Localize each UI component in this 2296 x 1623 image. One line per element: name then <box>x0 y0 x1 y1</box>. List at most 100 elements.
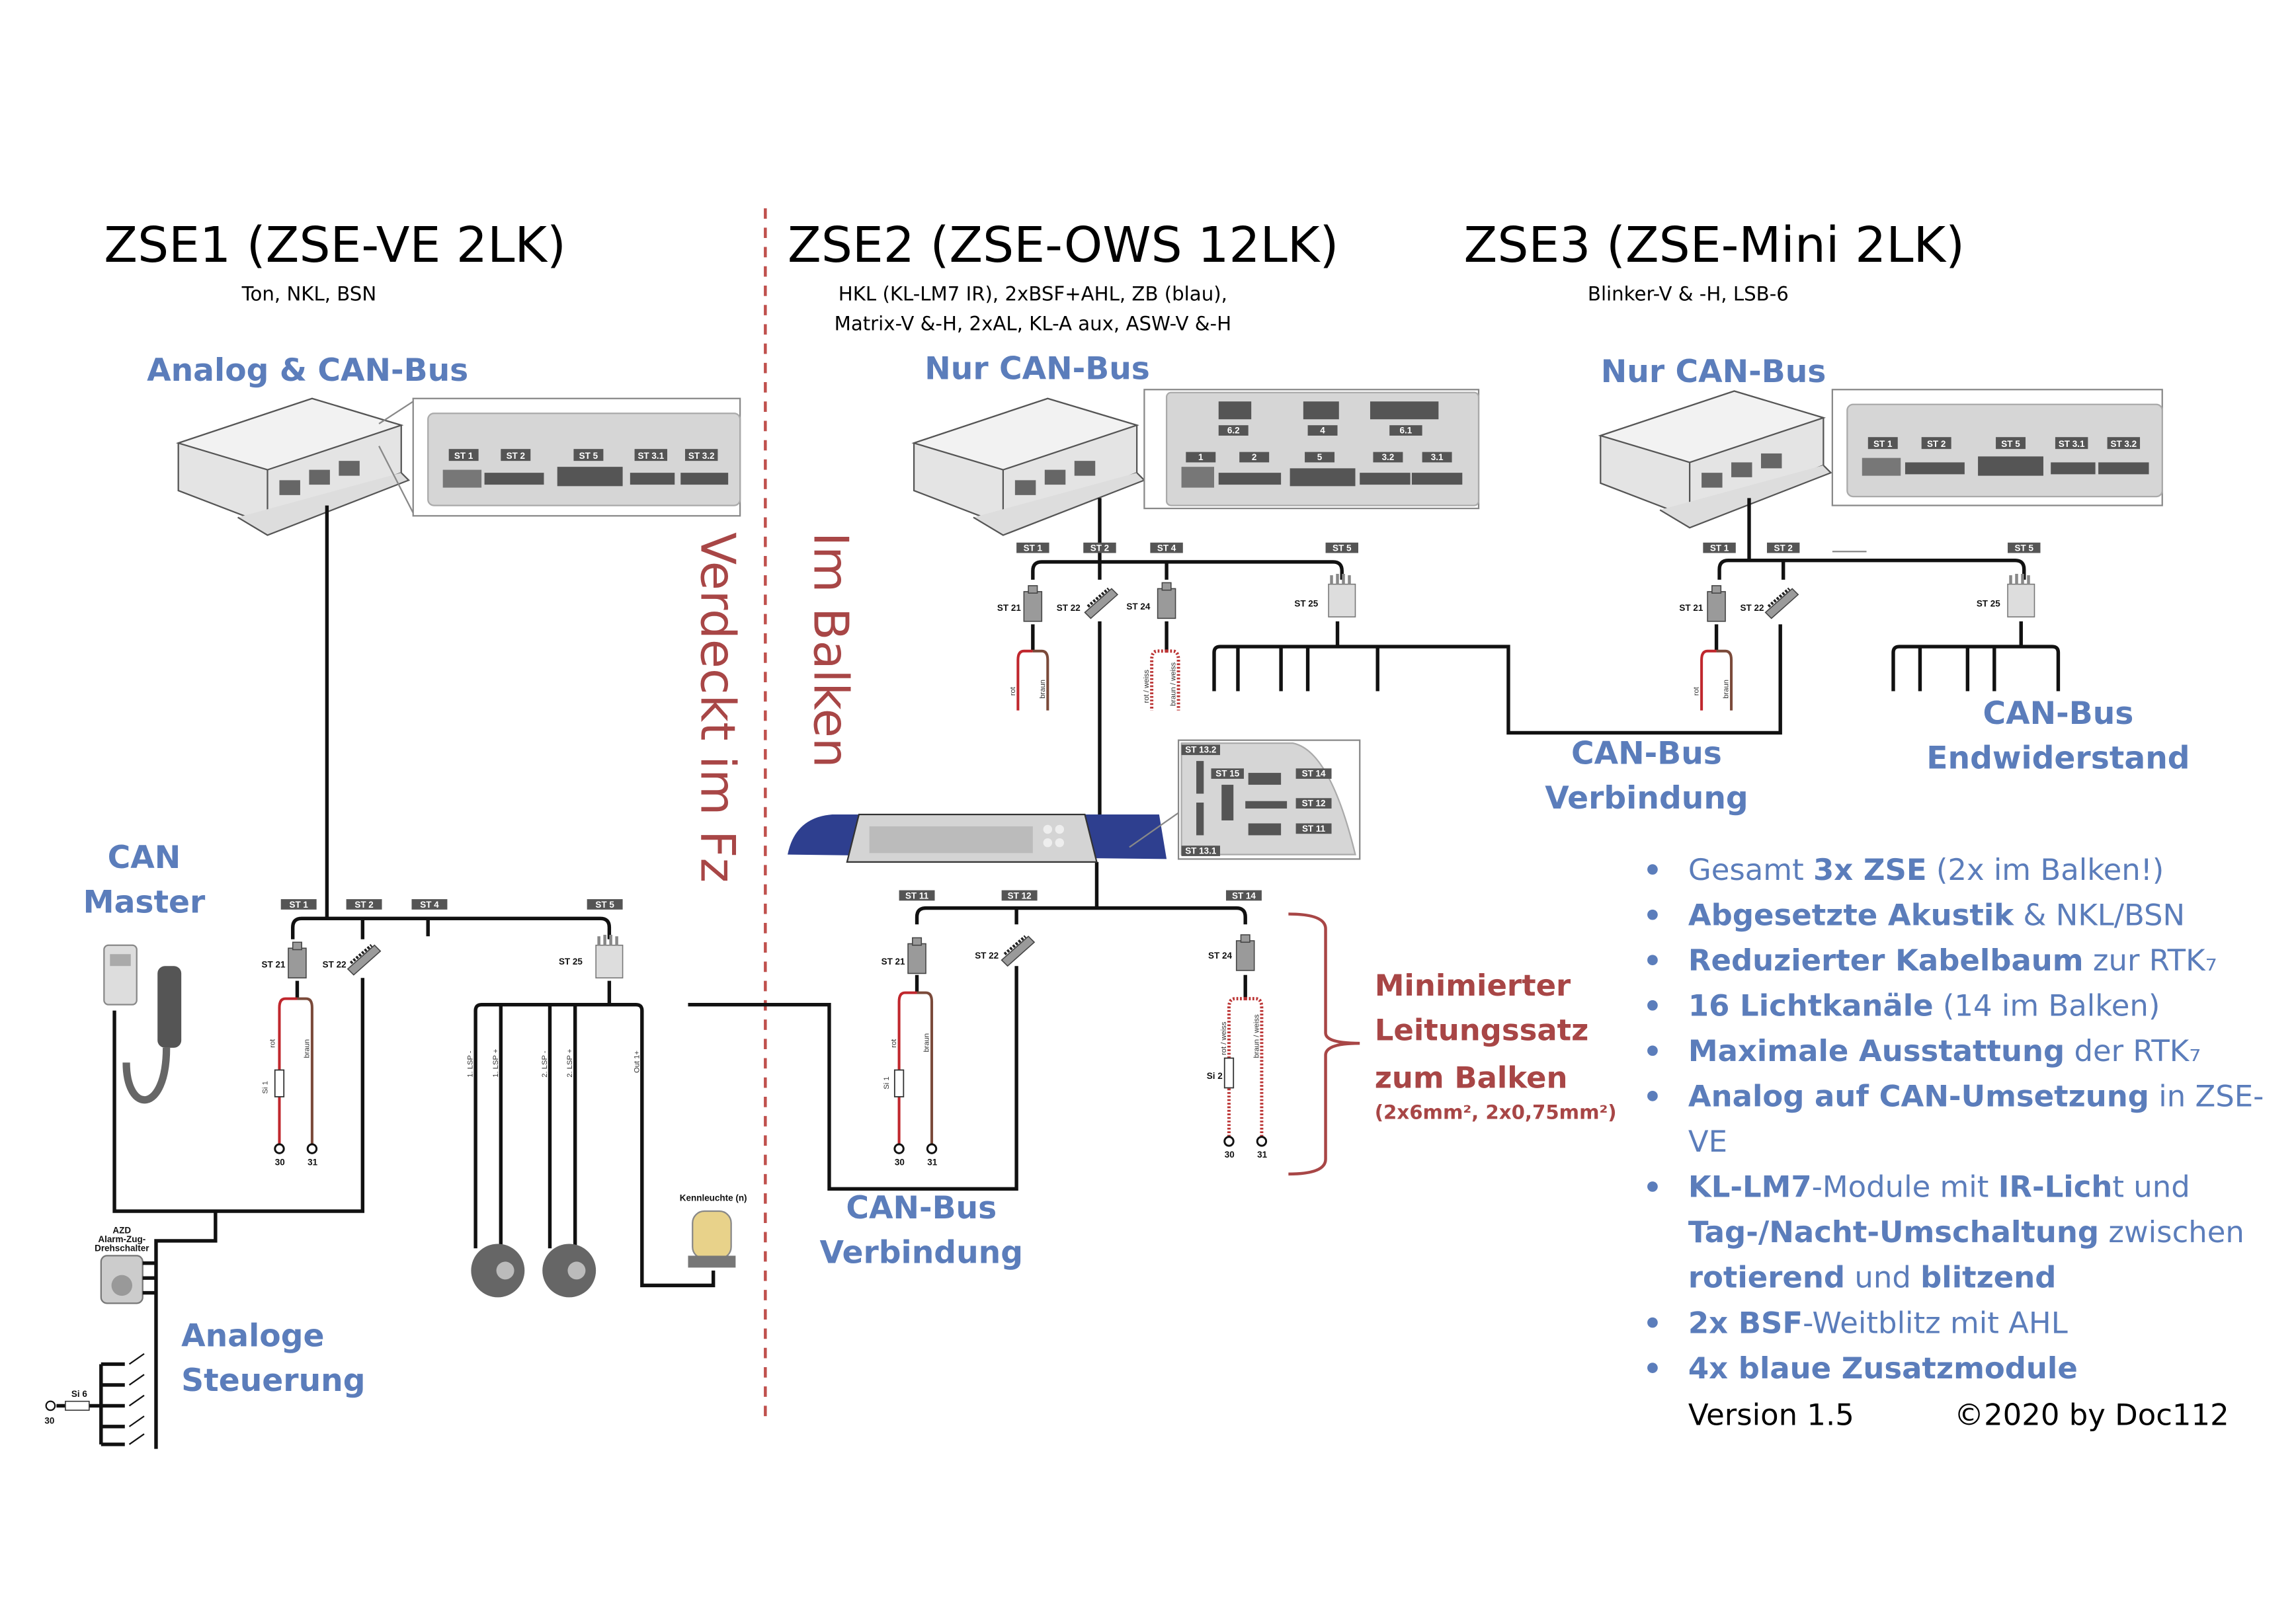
feature-list: Gesamt 3x ZSE (2x im Balken!)Abgesetzte … <box>1647 852 2264 1386</box>
bullet-icon <box>1647 955 1658 966</box>
endwiderstand-line2: Endwiderstand <box>1926 740 2190 776</box>
feature-item-bold: blitzend <box>1920 1260 2056 1295</box>
svg-text:ST 13.1: ST 13.1 <box>1185 846 1217 856</box>
zse3-bus-type: Nur CAN-Bus <box>1601 354 1826 390</box>
zse1-subtitle: Ton, NKL, BSN <box>241 282 377 305</box>
svg-text:3.2: 3.2 <box>1382 452 1395 462</box>
feature-item: Gesamt 3x ZSE (2x im Balken!) <box>1688 852 2164 887</box>
azd-label-3: Drehschalter <box>95 1244 149 1253</box>
bullet-icon <box>1647 1363 1658 1373</box>
feature-item-bold: KL-LM7 <box>1688 1169 1812 1205</box>
svg-text:ST 3.2: ST 3.2 <box>2110 439 2137 449</box>
zse2-lower-bus-label-st11: ST 11 <box>899 890 935 900</box>
zse2-lower-st22-label: ST 22 <box>975 951 999 961</box>
svg-text:ST 2: ST 2 <box>1090 543 1109 553</box>
wire-label-1lsp-plus: 1. LSP + <box>492 1049 500 1078</box>
speaker-icon <box>471 1244 525 1298</box>
leitungssatz-sub: (2x6mm², 2x0,75mm²) <box>1375 1101 1617 1124</box>
wire-label-rot-weiss: rot / weiss <box>1143 670 1151 703</box>
svg-text:ST 2: ST 2 <box>1927 439 1946 449</box>
bullet-icon <box>1647 1317 1658 1328</box>
can-master-label-2: Master <box>83 884 206 920</box>
feature-item-bold: Tag-/Nacht-Umschaltung <box>1688 1214 2099 1249</box>
im-balken-label: Im Balken <box>803 532 858 768</box>
feature-item-text: t und <box>2112 1169 2190 1205</box>
svg-text:5: 5 <box>1317 452 1323 462</box>
zse2-bus-label-st1: ST 1 <box>1016 542 1049 553</box>
feature-item-text: Gesamt <box>1688 852 1813 887</box>
svg-text:ST 5: ST 5 <box>1332 543 1352 553</box>
feature-item-text: -Weitblitz mit AHL <box>1803 1305 2068 1340</box>
feature-item-bold: 3x ZSE <box>1813 852 1927 887</box>
can-verbindung-1-line1: CAN-Bus <box>846 1190 997 1226</box>
endwiderstand-line1: CAN-Bus <box>1983 695 2134 732</box>
svg-text:3.1: 3.1 <box>1431 452 1444 462</box>
wire-label-braun: braun <box>923 1033 931 1052</box>
can-verbindung-1-line2: Verbindung <box>820 1235 1024 1271</box>
feature-item-text: -Module mit <box>1812 1169 1998 1205</box>
zse1-title: ZSE1 (ZSE-VE 2LK) <box>104 217 566 274</box>
wire-label-rot: rot <box>1009 686 1017 695</box>
terminal-31: 31 <box>927 1157 937 1167</box>
bullet-icon <box>1647 864 1658 875</box>
svg-text:1: 1 <box>1198 452 1204 462</box>
terminal-30: 30 <box>1225 1150 1235 1160</box>
zse2-bus-label-st5: ST 5 <box>1325 542 1358 553</box>
zse2-subtitle-1: HKL (KL-LM7 IR), 2xBSF+AHL, ZB (blau), <box>839 282 1227 305</box>
svg-text:ST 2: ST 2 <box>354 900 373 910</box>
wire-label-2lsp-minus: 2. LSP - <box>541 1050 549 1078</box>
zse3-title: ZSE3 (ZSE-Mini 2LK) <box>1464 217 1965 274</box>
zse2-st21-label: ST 21 <box>997 603 1021 613</box>
azd-label-2: Alarm-Zug- <box>98 1234 145 1244</box>
feature-item-bold: Analog auf CAN-Umsetzung <box>1688 1079 2149 1114</box>
beacon-icon <box>688 1210 736 1268</box>
svg-text:ST 1: ST 1 <box>454 451 473 461</box>
feature-item-bold: 16 Lichtkanäle <box>1688 988 1934 1023</box>
zse1-bus-label-st1: ST 1 <box>280 899 317 910</box>
connector-st21-icon <box>288 941 307 978</box>
feature-item-text: VE <box>1688 1124 1727 1159</box>
svg-text:ST 4: ST 4 <box>420 900 439 910</box>
wire-label-rot: rot <box>1693 686 1701 695</box>
svg-text:ST 1: ST 1 <box>1710 543 1729 553</box>
zse1-bus-label-st4: ST 4 <box>411 899 448 910</box>
wire-label-1lsp-minus: 1. LSP - <box>467 1050 475 1078</box>
wire-label-braun: braun <box>1039 680 1047 699</box>
zse2-lower-st24-label: ST 24 <box>1208 951 1232 961</box>
feature-item: Analog auf CAN-Umsetzung in ZSE- <box>1688 1079 2264 1114</box>
can-master-label-1: CAN <box>108 840 181 876</box>
feature-item-bold: Maximale Ausstattung <box>1688 1033 2065 1068</box>
microphone-icon <box>122 966 182 1104</box>
zse2-bus-type: Nur CAN-Bus <box>924 351 1150 387</box>
zse2-title: ZSE2 (ZSE-OWS 12LK) <box>788 217 1338 274</box>
switch-terminal-label: 30 <box>44 1415 54 1425</box>
wire-label-braun-weiss: braun / weiss <box>1252 1014 1260 1058</box>
bullet-icon <box>1647 1000 1658 1011</box>
svg-text:ST 2: ST 2 <box>507 451 525 461</box>
connector-st25-icon <box>2008 574 2034 617</box>
zse3-st25-label: ST 25 <box>1977 598 2000 608</box>
connector-st21-icon <box>1023 585 1043 622</box>
fuse-label-si2: Si 2 <box>1207 1071 1223 1081</box>
zse2-lower-bus-label-st14: ST 14 <box>1225 890 1262 900</box>
svg-text:4: 4 <box>1320 426 1325 436</box>
leitungssatz-line1: Minimierter <box>1375 968 1571 1003</box>
connector-st21-icon <box>1707 585 1726 622</box>
wire-label-braun-weiss: braun / weiss <box>1170 662 1178 705</box>
zse1-st25-label: ST 25 <box>559 957 583 967</box>
feature-item-continuation: Tag-/Nacht-Umschaltung zwischen <box>1688 1214 2244 1249</box>
feature-item: Maximale Ausstattung der RTK₇ <box>1688 1033 2201 1068</box>
bullet-icon <box>1647 1181 1658 1192</box>
svg-text:ST 11: ST 11 <box>1302 824 1326 834</box>
connector-st22-icon <box>1085 588 1117 618</box>
speaker-icon <box>542 1244 596 1298</box>
zse3-bus-label-st1: ST 1 <box>1703 542 1736 553</box>
switch-bank-icon <box>45 1261 156 1446</box>
zse2-bus-label-st2: ST 2 <box>1083 542 1116 553</box>
zse2-subtitle-2: Matrix-V &-H, 2xAL, KL-A aux, ASW-V &-H <box>835 312 1231 335</box>
feature-item: 4x blaue Zusatzmodule <box>1688 1351 2078 1386</box>
fuse-label-si1: Si 1 <box>883 1076 891 1089</box>
zse2-connector-inset: 6.2 4 6.1 1 2 5 3.2 3.1 <box>1143 389 1480 510</box>
zse3-bus-label-st5: ST 5 <box>2008 542 2041 553</box>
zse1-st22-label: ST 22 <box>323 959 347 969</box>
